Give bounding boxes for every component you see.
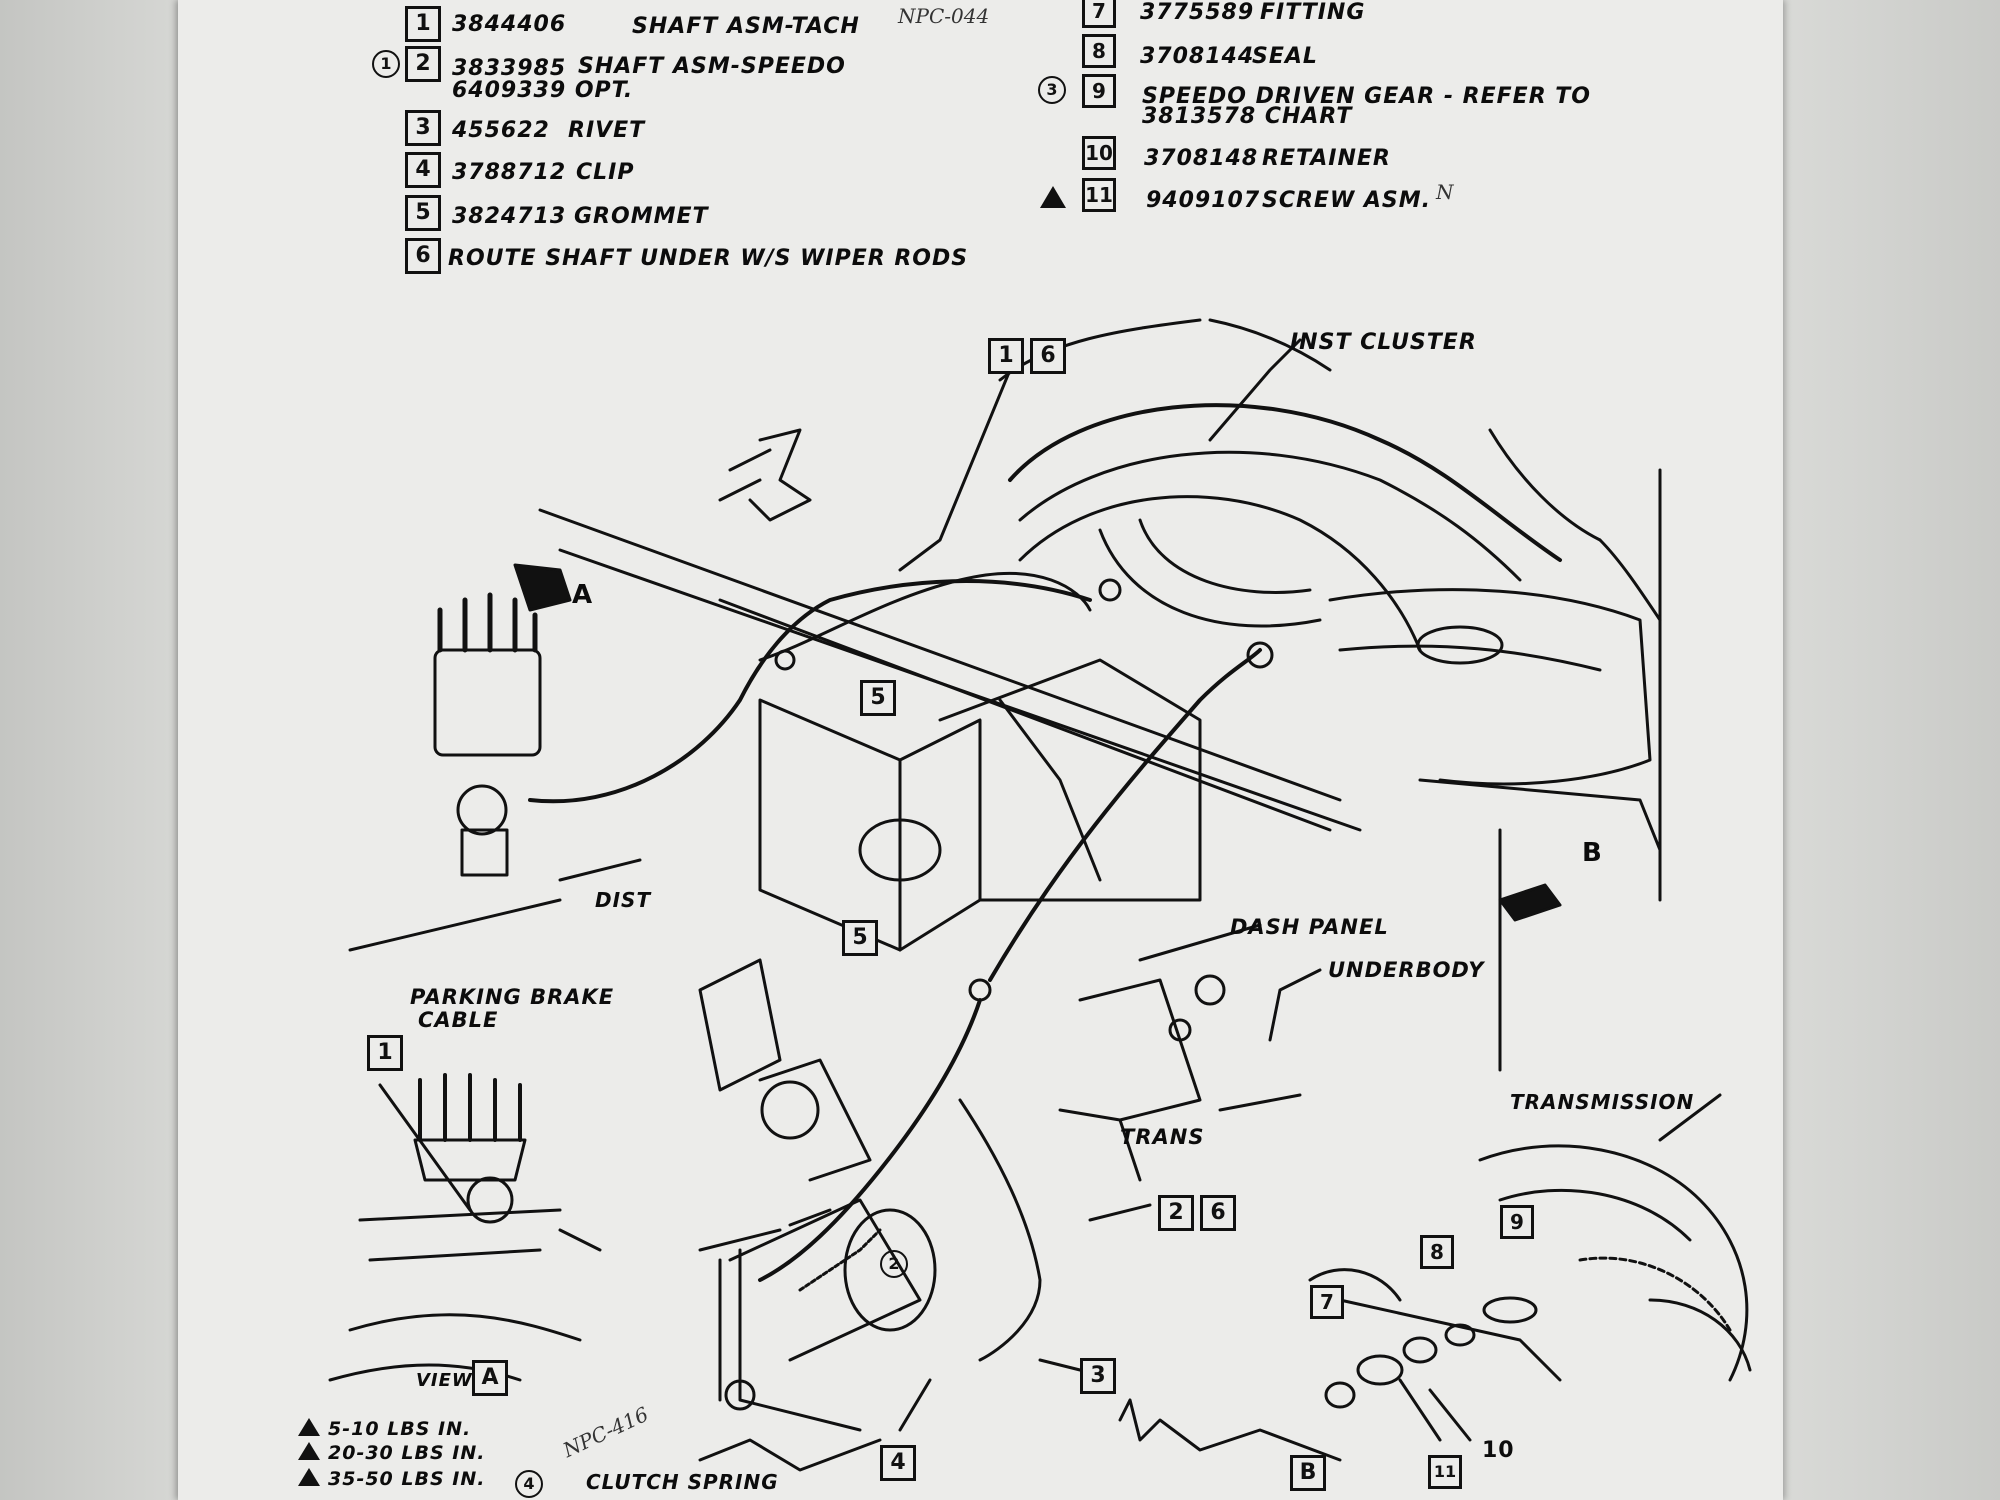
part-desc-6: ROUTE SHAFT UNDER W/S WIPER RODS <box>448 246 969 271</box>
label-inst-cluster: INST CLUSTER <box>1290 330 1477 355</box>
callout-1-top: 1 <box>988 338 1024 374</box>
torque-legend-3: 35-50 LBS IN. <box>328 1468 486 1490</box>
callout-5-lower: 5 <box>842 920 878 956</box>
part-number-2: 3833985 <box>452 56 567 81</box>
part-desc-11: SCREW ASM. <box>1262 188 1432 213</box>
part-number-1: 3844406 <box>452 12 567 37</box>
part-number-7: 3775589 <box>1140 0 1255 25</box>
callout-3: 3 <box>1080 1358 1116 1394</box>
part-desc-1: SHAFT ASM-TACH <box>632 14 860 39</box>
part-desc-9: SPEEDO DRIVEN GEAR - REFER TO <box>1142 84 1591 109</box>
part-num-7: 7 <box>1082 0 1116 28</box>
part-desc-5: GROMMET <box>574 204 709 229</box>
label-parking-brake-2: CABLE <box>418 1008 499 1032</box>
part-number-10: 3708148 <box>1144 146 1259 171</box>
torque-dot-triangle-icon <box>298 1418 320 1436</box>
torque-line-triangle-icon <box>298 1442 320 1460</box>
callout-6-lower: 6 <box>1200 1195 1236 1231</box>
callout-6-top: 6 <box>1030 338 1066 374</box>
torque-legend-1: 5-10 LBS IN. <box>328 1418 472 1440</box>
callout-1-view-a: 1 <box>367 1035 403 1071</box>
label-parking-brake-1: PARKING BRAKE <box>410 985 615 1009</box>
background-left <box>0 0 180 1500</box>
view-b-marker: B <box>1290 1455 1326 1491</box>
callout-2: 2 <box>1158 1195 1194 1231</box>
part-number-4: 3788712 <box>452 160 567 185</box>
circled-2: 2 <box>880 1250 908 1278</box>
part-note-1: NPC-044 <box>898 4 990 28</box>
label-transmission: TRANSMISSION <box>1510 1090 1695 1114</box>
torque-triangle-icon <box>1040 186 1066 208</box>
part-number-5: 3824713 <box>452 204 567 229</box>
part-num-1: 1 <box>405 6 441 42</box>
part-num-2: 2 <box>405 46 441 82</box>
callout-11: 11 <box>1428 1455 1462 1489</box>
callout-7: 7 <box>1310 1285 1344 1319</box>
arrow-label-b: B <box>1582 838 1603 868</box>
callout-5-upper: 5 <box>860 680 896 716</box>
label-clutch-spring: CLUTCH SPRING <box>586 1470 779 1494</box>
part-desc-7: FITTING <box>1260 0 1366 25</box>
part-opt-2: 6409339 OPT. <box>452 78 634 103</box>
background-right <box>1780 0 2000 1500</box>
label-dash-panel: DASH PANEL <box>1230 915 1389 939</box>
callout-8: 8 <box>1420 1235 1454 1269</box>
part-num-3: 3 <box>405 110 441 146</box>
part-num-11: 11 <box>1082 178 1116 212</box>
part-num-6: 6 <box>405 238 441 274</box>
part-number-8: 3708144 <box>1140 44 1255 69</box>
label-dist: DIST <box>595 888 652 912</box>
part-num-10: 10 <box>1082 136 1116 170</box>
torque-plain-triangle-icon <box>298 1468 320 1486</box>
part-desc-8: SEAL <box>1252 44 1318 69</box>
circled-4: 4 <box>515 1470 543 1498</box>
part-desc-4: CLIP <box>576 160 635 185</box>
part-num-4: 4 <box>405 152 441 188</box>
arrow-label-a: A <box>572 580 594 610</box>
part-number-11: 9409107 <box>1146 188 1261 213</box>
part-number-3: 455622 <box>452 118 550 143</box>
part-num-8: 8 <box>1082 34 1116 68</box>
part-num-5: 5 <box>405 195 441 231</box>
part-desc-10: RETAINER <box>1262 146 1391 171</box>
part-desc-2: SHAFT ASM-SPEEDO <box>578 54 846 79</box>
callout-9: 9 <box>1500 1205 1534 1239</box>
label-trans: TRANS <box>1120 1125 1205 1149</box>
part-note-11: N <box>1436 180 1454 204</box>
label-underbody: UNDERBODY <box>1328 958 1485 982</box>
callout-10: 10 <box>1482 1438 1515 1463</box>
callout-4: 4 <box>880 1445 916 1481</box>
part-num-9: 9 <box>1082 74 1116 108</box>
circled-mark-1: 1 <box>372 50 400 78</box>
circled-mark-3: 3 <box>1038 76 1066 104</box>
part-desc-3: RIVET <box>568 118 646 143</box>
part-desc-9b: 3813578 CHART <box>1142 104 1353 129</box>
torque-legend-2: 20-30 LBS IN. <box>328 1442 486 1464</box>
view-a-marker: A <box>472 1360 508 1396</box>
label-view-a: VIEW <box>416 1370 473 1391</box>
